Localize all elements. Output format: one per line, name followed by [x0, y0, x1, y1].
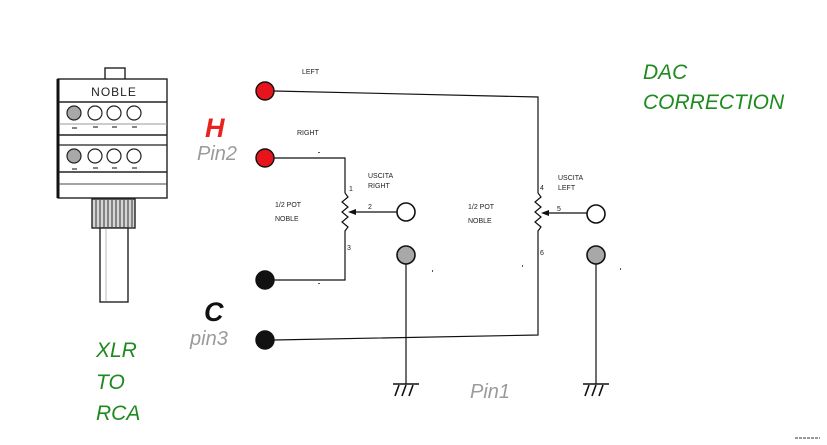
right-pot-output-line2: RIGHT	[368, 183, 391, 190]
right-pot-pin-top: 1	[349, 186, 353, 193]
rca-left-signal-terminal	[586, 204, 606, 224]
xlr-note-line3: RCA	[96, 402, 140, 425]
pot-brand-label: NOBLE	[91, 85, 137, 99]
pot-top-tab	[104, 67, 126, 81]
rca-right-signal-terminal	[396, 202, 416, 222]
pot-terminal	[87, 148, 103, 164]
pot-terminal	[126, 148, 142, 164]
hot-right-terminal	[255, 148, 275, 168]
cold-right-terminal	[255, 270, 275, 290]
ground-icon	[583, 383, 609, 397]
right-pot-wiper-arrow	[348, 209, 356, 215]
left-channel-pot: 1/2 POT NOBLE USCITA LEFT 4 5 6	[273, 175, 587, 341]
left-pot-output-line1: USCITA	[558, 175, 583, 182]
left-pot-pin-wiper: 5	[557, 206, 561, 213]
hot-label: H	[205, 113, 225, 143]
noble-potentiometer: NOBLE	[56, 67, 168, 303]
pot-threaded-bushing	[91, 198, 136, 229]
right-wire-label: RIGHT	[297, 130, 320, 137]
right-pot-return-wire	[274, 236, 346, 281]
pot-terminal	[106, 105, 122, 121]
hot-left-terminal	[255, 81, 275, 101]
left-pot-return-wire	[273, 236, 539, 341]
right-pot-pin-wiper: 2	[368, 204, 372, 211]
xlr-note-line1: XLR	[95, 339, 137, 362]
left-pot-pin-top: 4	[540, 185, 544, 192]
hot-pin-label: Pin2	[197, 143, 237, 165]
pot-terminal	[66, 148, 82, 164]
right-channel-wire	[274, 157, 346, 193]
cold-left-terminal	[255, 330, 275, 350]
right-pot-name-line2: NOBLE	[275, 216, 299, 223]
pot-terminal	[106, 148, 122, 164]
right-channel-pot: 1/2 POT NOBLE USCITA RIGHT 1 2 3	[274, 173, 397, 281]
left-pot-name-line1: 1/2 POT	[468, 204, 495, 211]
resistor-zigzag	[534, 192, 542, 236]
left-pot-pin-bottom: 6	[540, 250, 544, 257]
pot-terminal	[126, 105, 142, 121]
left-pot-wiper-arrow	[541, 210, 549, 216]
cold-pin-label: pin3	[189, 328, 228, 350]
right-pot-pin-bottom: 3	[347, 245, 351, 252]
rca-right-ground-terminal	[396, 245, 416, 265]
xlr-note-line2: TO	[96, 371, 125, 394]
ground-pin-label: Pin1	[470, 381, 510, 403]
left-wire-label: LEFT	[302, 69, 320, 76]
pot-terminal	[66, 105, 82, 121]
pot-body	[57, 78, 168, 199]
right-pot-output-line1: USCITA	[368, 173, 393, 180]
left-pot-output-line2: LEFT	[558, 185, 576, 192]
rca-left-ground-terminal	[586, 245, 606, 265]
left-pot-name-line2: NOBLE	[468, 218, 492, 225]
scan-specks	[318, 152, 621, 284]
resistor-zigzag	[341, 192, 349, 236]
pot-terminal	[87, 105, 103, 121]
pot-shaft	[99, 227, 129, 303]
cold-label: C	[204, 297, 224, 327]
pot-terminal-marks	[72, 167, 137, 170]
title-line1: DAC	[643, 61, 688, 84]
pot-thread-lines	[95, 200, 133, 227]
pot-terminal-marks	[72, 126, 137, 129]
ground-icon	[393, 383, 419, 397]
right-pot-name-line1: 1/2 POT	[275, 202, 302, 209]
left-channel-wire	[273, 90, 539, 193]
title-line2: CORRECTION	[643, 91, 785, 114]
